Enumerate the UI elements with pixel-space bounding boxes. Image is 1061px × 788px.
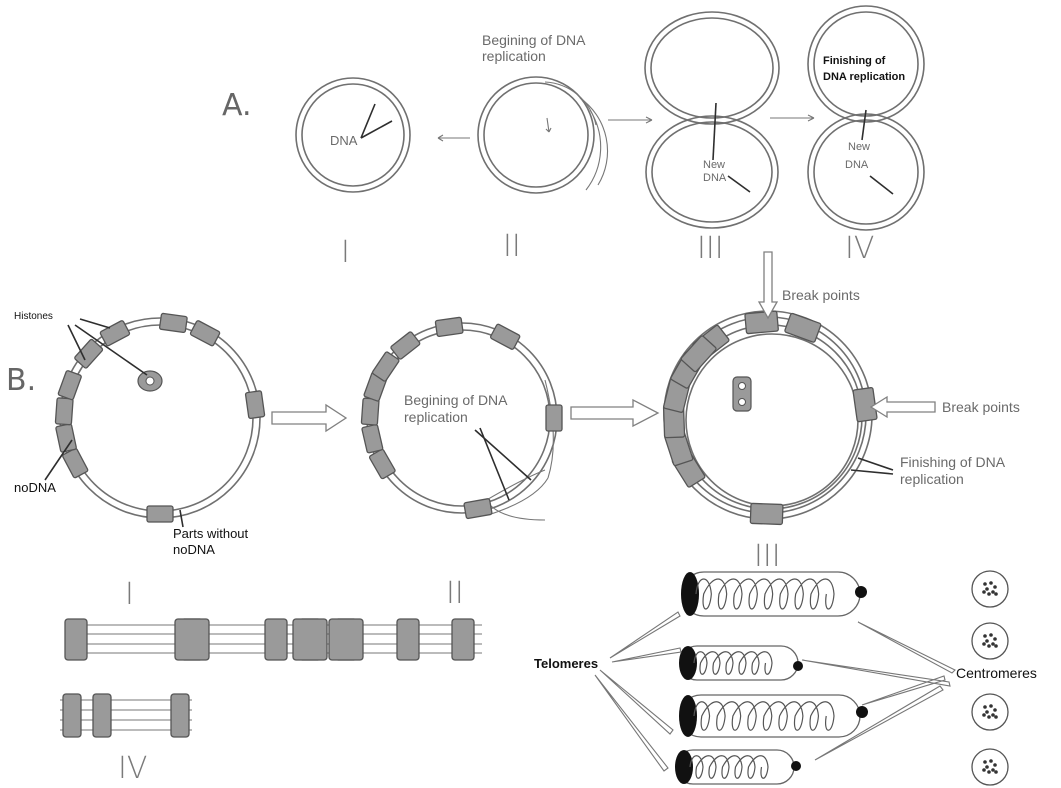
cell — [972, 749, 1008, 785]
coiled-chromosomes — [675, 572, 868, 784]
histone — [58, 370, 82, 400]
histone-block — [63, 694, 81, 737]
centromere-b1 — [138, 371, 162, 391]
panel-b-parts-without-label: Parts without noDNA — [173, 526, 252, 557]
centromere-knob — [855, 586, 867, 598]
panel-b-label: B. — [6, 363, 36, 398]
chromosome — [675, 750, 801, 784]
panel-a-stage-iv-circles — [808, 6, 924, 230]
panel-a-new-dna-iv-label: New DNA — [845, 141, 873, 171]
arrow-b-ii-iii — [571, 400, 658, 426]
panel-b-stage-iv: IV — [118, 751, 147, 786]
parts-without-pointer — [180, 510, 183, 527]
histone-block — [265, 619, 287, 660]
histone — [369, 449, 396, 480]
histone-block — [175, 619, 209, 660]
arrow-b-i-ii — [272, 405, 346, 431]
finishing-b-pointer-1 — [858, 458, 893, 470]
histone — [147, 506, 173, 522]
panel-a-dna-label: DNA — [330, 133, 358, 148]
histone — [464, 498, 492, 518]
arrow-a-i-ii — [438, 135, 470, 141]
panel-b-nodna-label: noDNA — [14, 480, 56, 495]
chromosome — [681, 572, 867, 616]
histone — [750, 503, 783, 524]
histone — [361, 398, 379, 425]
panel-b-histones-label: Histones — [14, 311, 53, 322]
panel-a-stage-iii-circles — [645, 12, 779, 228]
panel-a-stage-ii-circle — [478, 77, 608, 193]
centromere-b3 — [733, 377, 751, 411]
centromere-knob — [856, 706, 868, 718]
telomeres-label: Telomeres — [534, 656, 598, 671]
histone-block — [397, 619, 419, 660]
histone — [435, 317, 463, 336]
histone — [74, 339, 103, 369]
centromere-knob — [793, 661, 803, 671]
histone — [55, 398, 73, 425]
panel-b-break-points-top-label: Break points — [782, 287, 860, 303]
break-points-right-arrow — [871, 397, 935, 417]
panel-a-new-dna-iii-label: New DNA — [703, 159, 728, 184]
panel-b-begin-replication-label: Begining of DNA replication — [404, 392, 511, 425]
panel-a-finishing-label: Finishing of DNA replication — [823, 55, 905, 83]
finishing-b-pointer-2 — [851, 470, 893, 474]
panel-b-stage-iii-histones — [663, 311, 877, 524]
histones-pointer-1 — [80, 319, 110, 328]
panel-a-new-dna-iii-pointer-2 — [728, 176, 750, 192]
panel-a-label: A. — [222, 88, 252, 123]
panel-a-stage-ii: II — [503, 229, 521, 264]
panel-a-stage-iii: III — [697, 231, 724, 266]
histone-block — [65, 619, 87, 660]
panel-b-break-points-right-label: Break points — [942, 399, 1020, 415]
histone — [159, 313, 187, 332]
panel-b-stage-i: I — [125, 577, 134, 612]
panel-b-stage-ii: II — [446, 576, 464, 611]
panel-a-stage-i: I — [341, 235, 350, 270]
panel-a-dna-pointer — [361, 104, 375, 138]
centromeres-label: Centromeres — [956, 665, 1037, 681]
panel-a-stage-iv: IV — [845, 231, 874, 266]
panel-a-dna-pointer-2 — [361, 121, 392, 138]
centromere-pointers — [802, 622, 955, 760]
panel-b-finishing-label: Finishing of DNA replication — [900, 454, 1008, 487]
histone — [362, 424, 383, 453]
chromosome — [679, 695, 868, 737]
histone-block — [452, 619, 474, 660]
chromosome — [679, 646, 803, 680]
panel-b-stage-iii: III — [754, 539, 781, 574]
cell — [972, 571, 1008, 607]
histone — [490, 324, 520, 350]
centromere-knob — [791, 761, 801, 771]
histone — [546, 405, 562, 431]
histone-block — [93, 694, 111, 737]
telomere-pointers — [595, 612, 681, 771]
cell — [972, 623, 1008, 659]
arrow-a-iii-iv — [770, 115, 814, 121]
histone — [784, 313, 821, 343]
cell — [972, 694, 1008, 730]
panel-b-stage-i-histones — [55, 313, 264, 522]
panel-a-new-dna-iii-pointer — [713, 103, 716, 160]
histone-block — [293, 619, 327, 660]
begin-replication-b-pointer-2 — [475, 430, 531, 480]
histone — [245, 391, 264, 419]
histone-block — [329, 619, 363, 660]
histone — [745, 311, 779, 334]
break-points-top-arrow — [759, 252, 777, 318]
panel-a-begin-replication-label: Begining of DNA replication — [482, 32, 589, 64]
panel-a-new-dna-iv-pointer-2 — [870, 176, 893, 194]
arrow-a-ii-iii — [608, 117, 652, 123]
histone-block — [171, 694, 189, 737]
